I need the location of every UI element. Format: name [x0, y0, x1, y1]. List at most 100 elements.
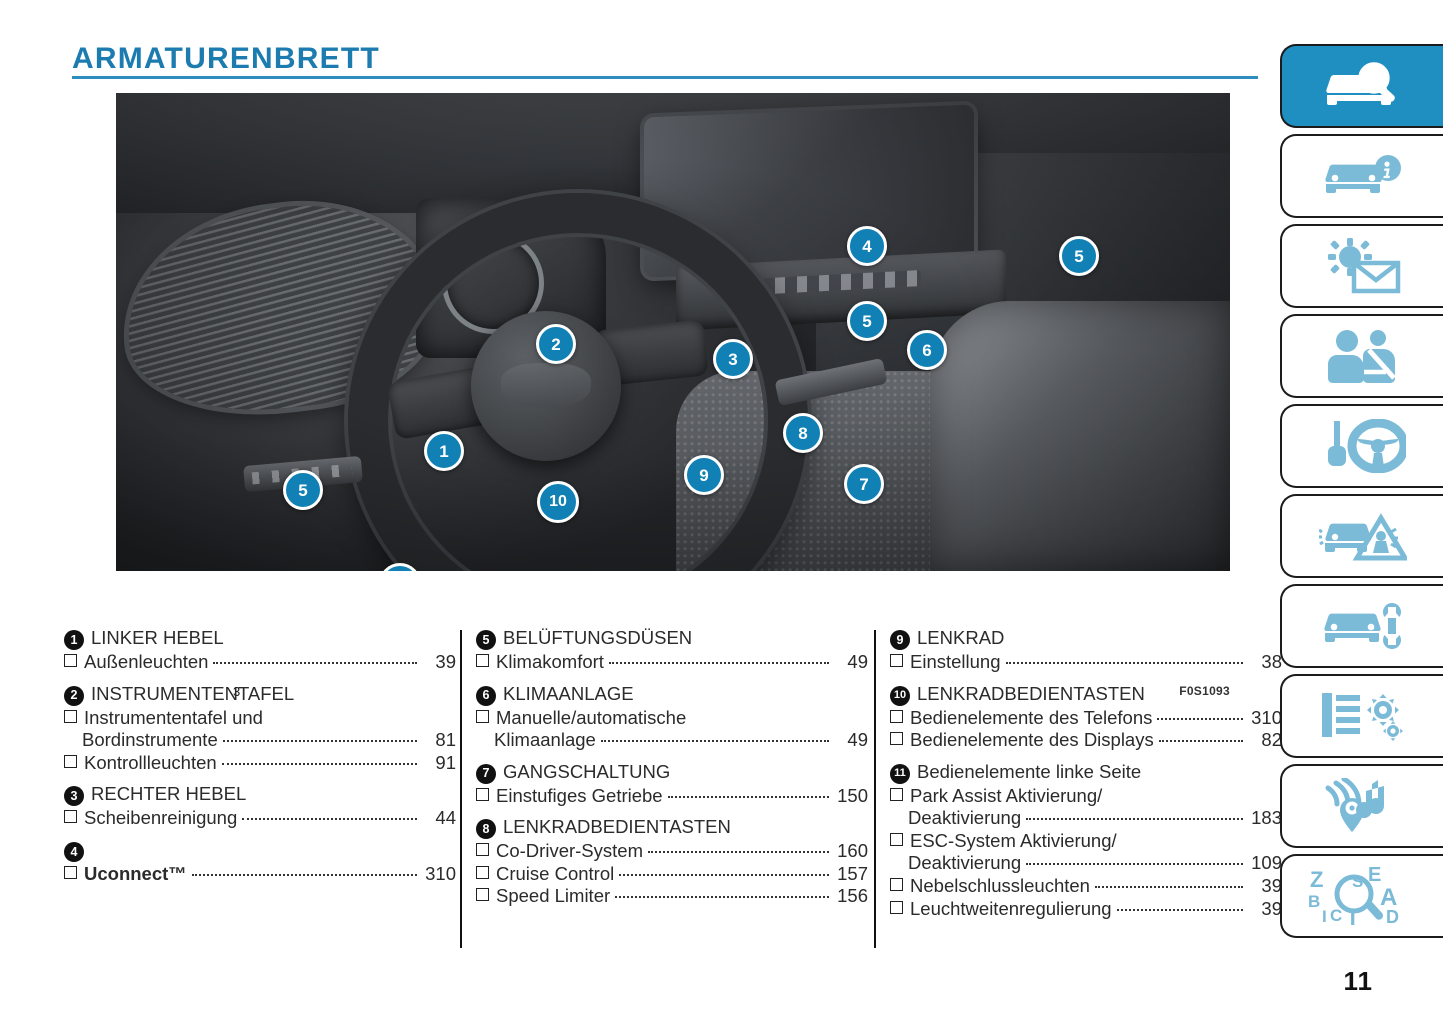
list-gears-icon	[1320, 689, 1406, 743]
entry-label: Park Assist Aktivierung/	[910, 784, 1103, 806]
photo-vignette	[116, 93, 1230, 571]
bullet-square-icon	[64, 810, 77, 824]
tab-starting-and-driving[interactable]	[1280, 404, 1443, 488]
car-wrench-icon	[1319, 601, 1407, 651]
tab-emergency[interactable]	[1280, 494, 1443, 578]
index-entry[interactable]: Manuelle/automatische	[476, 707, 868, 730]
entry-page-number: 310	[1251, 706, 1282, 728]
entry-page-number: 82	[1261, 729, 1282, 751]
entry-label: Nebelschlussleuchten	[910, 874, 1090, 896]
index-entry[interactable]: Park Assist Aktivierung/	[890, 785, 1282, 808]
dot-leader	[242, 818, 417, 821]
entry-label-continued: Bordinstrumente	[82, 729, 218, 751]
group-number-badge: 6	[476, 685, 496, 706]
page-title: ARMATURENBRETT	[72, 42, 380, 75]
page-number: 11	[1343, 966, 1373, 996]
entry-label: Speed Limiter	[496, 885, 611, 907]
section-tabs-sidebar: Z B I C T S E A D	[1280, 44, 1445, 944]
index-entry-continuation[interactable]: Deaktivierung 109	[890, 852, 1282, 875]
dot-leader	[600, 740, 829, 743]
seatbelt-passenger-icon	[1324, 328, 1402, 384]
entry-page-number: 91	[435, 751, 456, 773]
dot-leader	[667, 795, 829, 798]
svg-text:B: B	[1308, 892, 1320, 911]
tab-car-information[interactable]	[1280, 134, 1443, 218]
svg-text:D: D	[1386, 907, 1399, 927]
bullet-square-icon	[64, 754, 77, 768]
entry-label-continued: Deaktivierung	[908, 852, 1022, 874]
tab-safety[interactable]	[1280, 314, 1443, 398]
svg-text:S: S	[1352, 872, 1363, 891]
group-title: BELÜFTUNGSDÜSEN	[503, 627, 693, 648]
dashboard-figure: 123455567891011 3 F0S1093	[116, 93, 1230, 699]
multimedia-note-icon	[1322, 778, 1404, 834]
tab-alphabetical-index[interactable]: Z B I C T S E A D	[1280, 854, 1443, 938]
index-entry[interactable]: Uconnect™ 310	[64, 863, 456, 886]
bullet-square-icon	[890, 654, 903, 667]
tab-comfort-climate[interactable]	[1280, 224, 1443, 308]
entry-page-number: 109	[1251, 852, 1282, 874]
callout-marker-8: 8	[783, 413, 823, 453]
index-entry[interactable]: ESC-System Aktivierung/	[890, 830, 1282, 853]
index-entry[interactable]: Instrumententafel und	[64, 707, 456, 730]
entry-page-number: 183	[1251, 807, 1282, 829]
group-title: LENKRADBEDIENTASTEN	[503, 816, 731, 838]
car-info-icon	[1320, 152, 1406, 200]
bullet-square-icon	[890, 900, 903, 914]
svg-text:C: C	[1330, 906, 1342, 925]
index-entry-continuation[interactable]: Deaktivierung 183	[890, 807, 1282, 830]
svg-text:I: I	[1322, 907, 1327, 926]
bullet-square-icon	[64, 865, 77, 879]
gearshift-steeringwheel-icon	[1320, 419, 1406, 473]
dashboard-photo: 123455567891011	[116, 93, 1230, 571]
tab-multimedia[interactable]	[1280, 764, 1443, 848]
entry-label: Uconnect™	[84, 862, 187, 884]
dot-leader	[213, 662, 417, 664]
svg-text:E: E	[1368, 865, 1381, 886]
entry-label-continued: Deaktivierung	[908, 807, 1022, 829]
callout-marker-5: 5	[283, 470, 323, 510]
dot-leader	[608, 662, 829, 664]
dot-leader	[221, 762, 417, 765]
group-title: INSTRUMENTENTAFEL	[91, 682, 295, 704]
tab-maintenance[interactable]	[1280, 584, 1443, 668]
entry-page-number: 38	[1261, 651, 1282, 672]
bullet-square-icon	[890, 832, 903, 846]
title-underline	[72, 76, 1258, 79]
callout-marker-4: 4	[847, 226, 887, 266]
entry-page-number: 49	[847, 729, 868, 751]
bullet-square-icon	[890, 787, 903, 801]
entry-page-number: 310	[425, 862, 456, 884]
callout-marker-9: 9	[684, 455, 724, 495]
group-title: LENKRADBEDIENTASTEN	[917, 682, 1145, 704]
tab-getting-to-know-the-car[interactable]	[1280, 44, 1443, 128]
car-magnifier-icon	[1319, 61, 1407, 111]
bullet-square-icon	[476, 709, 489, 723]
entry-page-number: 39	[435, 651, 456, 672]
bullet-square-icon	[476, 654, 489, 667]
tab-technical-specifications[interactable]	[1280, 674, 1443, 758]
